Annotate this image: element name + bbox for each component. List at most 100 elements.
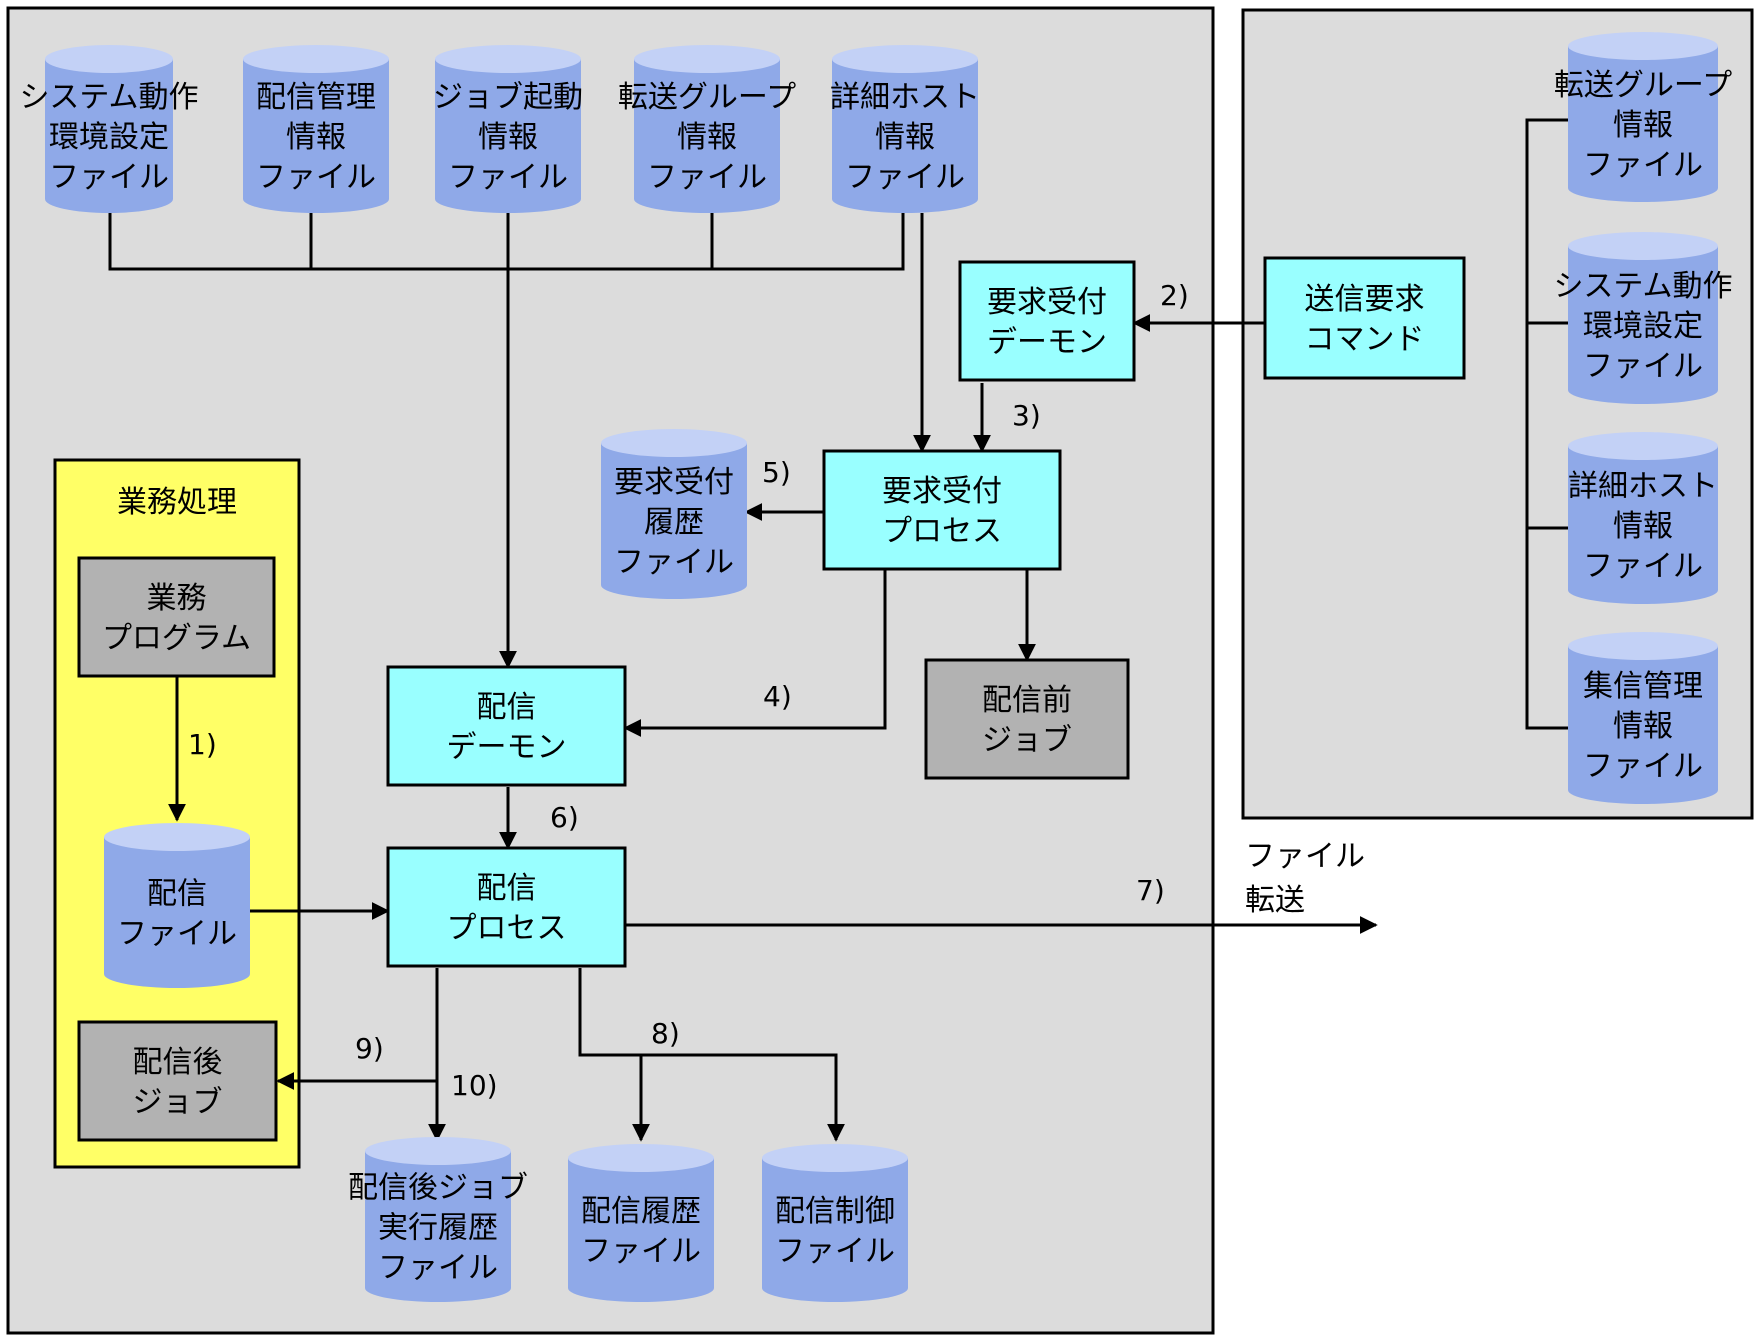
step-label-8: 8): [651, 1017, 680, 1050]
cyl-job-start-label-line-1: ジョブ起動: [433, 80, 583, 115]
step-label-2: 2): [1160, 279, 1189, 312]
cyl-sys-env-left-label-line-3: ファイル: [49, 160, 169, 195]
node-box-req-daemon: 要求受付デーモン: [958, 260, 1136, 382]
box-req-process-label-line-2: プロセス: [882, 514, 1002, 549]
cyl-xfer-group-right-cylinder-body: [1568, 46, 1718, 202]
box-dist-daemon-label-line-2: デーモン: [447, 730, 567, 765]
cyl-collect-mgmt-label-line-1: 集信管理: [1583, 669, 1703, 704]
cyl-sys-env-right-label-line-3: ファイル: [1583, 349, 1703, 384]
cyl-dist-file-label: 配信ファイル: [117, 877, 237, 952]
cyl-dist-control-cylinder-body: [762, 1158, 908, 1302]
file-transfer-label-line-2: 転送: [1245, 883, 1305, 918]
cyl-host-detail-left-label-line-1: 詳細ホスト: [830, 80, 980, 115]
box-dist-process-label-line-1: 配信: [477, 871, 537, 906]
box-post-job-label: 配信後ジョブ: [133, 1045, 223, 1120]
node-box-pre-job: 配信前ジョブ: [924, 658, 1130, 780]
edge-dist-process-to-history-control: [578, 968, 838, 1140]
box-business-program-label-line-1: 業務: [147, 581, 207, 616]
cyl-xfer-group-right-cylinder-top: [1568, 32, 1718, 60]
box-dist-process-label-line-2: プロセス: [447, 911, 567, 946]
node-cyl-post-job-history: 配信後ジョブ実行履歴ファイル: [348, 1137, 528, 1302]
cyl-req-history-label: 要求受付履歴ファイル: [614, 465, 734, 580]
box-post-job-label-line-2: ジョブ: [133, 1085, 223, 1120]
node-cyl-host-detail-left: 詳細ホスト情報ファイル: [830, 45, 980, 213]
business-processing-title: 業務処理: [117, 485, 237, 520]
cyl-sys-env-right-label-line-2: 環境設定: [1583, 309, 1703, 344]
box-dist-daemon-shape: [386, 665, 627, 787]
step-label-3: 3): [1012, 399, 1041, 432]
cyl-dist-mgmt-label-line-3: ファイル: [256, 160, 376, 195]
cyl-xfer-group-right-label-line-3: ファイル: [1583, 148, 1703, 183]
cyl-xfer-group-left-label-line-2: 情報: [677, 120, 737, 155]
node-cyl-xfer-group-right: 転送グループ情報ファイル: [1554, 32, 1732, 202]
cyl-sys-env-left-cylinder-body: [45, 59, 173, 213]
node-cyl-dist-history: 配信履歴ファイル: [568, 1144, 714, 1302]
cyl-dist-mgmt-label-line-2: 情報: [286, 120, 346, 155]
node-cyl-req-history: 要求受付履歴ファイル: [601, 429, 747, 599]
box-req-daemon-label: 要求受付デーモン: [987, 285, 1107, 360]
step-label-6: 6): [550, 801, 579, 834]
cyl-xfer-group-left-label: 転送グループ情報ファイル: [618, 80, 796, 195]
box-pre-job-label: 配信前ジョブ: [982, 683, 1072, 758]
cyl-xfer-group-left-cylinder-body: [634, 59, 780, 213]
node-box-dist-process: 配信プロセス: [386, 846, 627, 968]
box-business-program-label-line-2: プログラム: [102, 621, 251, 656]
cyl-sys-env-right-label-line-1: システム動作: [1553, 269, 1732, 304]
node-cyl-sys-env-left: システム動作環境設定ファイル: [19, 45, 199, 213]
node-cyl-dist-control: 配信制御ファイル: [762, 1144, 908, 1302]
cyl-post-job-history-label-line-1: 配信後ジョブ: [348, 1171, 528, 1206]
cyl-dist-control-label-line-2: ファイル: [775, 1234, 895, 1269]
box-dist-daemon-label: 配信デーモン: [447, 690, 567, 765]
cyl-xfer-group-left-label-line-3: ファイル: [647, 160, 767, 195]
box-post-job-label-line-1: 配信後: [133, 1045, 223, 1080]
cyl-post-job-history-label: 配信後ジョブ実行履歴ファイル: [348, 1171, 528, 1286]
cyl-dist-mgmt-label: 配信管理情報ファイル: [256, 80, 376, 195]
step-label-9: 9): [355, 1032, 384, 1065]
cyl-collect-mgmt-cylinder-body: [1568, 646, 1718, 804]
cyl-collect-mgmt-cylinder-top: [1568, 632, 1718, 660]
cyl-dist-mgmt-label-line-1: 配信管理: [256, 80, 376, 115]
cyl-job-start-label: ジョブ起動情報ファイル: [433, 80, 583, 195]
box-req-daemon-label-line-1: 要求受付: [987, 285, 1107, 320]
node-cyl-dist-file: 配信ファイル: [104, 823, 250, 988]
step-label-1: 1): [188, 728, 217, 761]
box-business-program-shape: [77, 556, 276, 678]
cyl-host-detail-left-cylinder-top: [832, 45, 978, 73]
cyl-collect-mgmt-label-line-2: 情報: [1613, 709, 1673, 744]
node-cyl-xfer-group-left: 転送グループ情報ファイル: [618, 45, 796, 213]
cyl-host-detail-left-cylinder-body: [832, 59, 978, 213]
cyl-req-history-label-line-3: ファイル: [614, 545, 734, 580]
cyl-xfer-group-right-label-line-2: 情報: [1613, 108, 1673, 143]
cyl-collect-mgmt-label: 集信管理情報ファイル: [1583, 669, 1703, 784]
cyl-host-detail-left-label-line-2: 情報: [875, 120, 935, 155]
cyl-dist-history-label: 配信履歴ファイル: [581, 1194, 701, 1269]
cyl-host-detail-right-cylinder-top: [1568, 432, 1718, 460]
box-send-cmd-label-line-2: コマンド: [1305, 322, 1425, 357]
cyl-dist-history-label-line-1: 配信履歴: [581, 1194, 701, 1229]
node-box-req-process: 要求受付プロセス: [822, 449, 1062, 571]
cyl-job-start-label-line-2: 情報: [478, 120, 538, 155]
node-box-post-job: 配信後ジョブ: [77, 1020, 278, 1142]
cyl-dist-file-label-line-1: 配信: [147, 877, 207, 912]
cyl-post-job-history-label-line-3: ファイル: [378, 1251, 498, 1286]
box-send-cmd-label-line-1: 送信要求: [1305, 282, 1425, 317]
connector-lines: [108, 118, 1570, 1142]
node-cyl-host-detail-right: 詳細ホスト情報ファイル: [1568, 432, 1718, 604]
step-label-4: 4): [763, 680, 792, 713]
cyl-job-start-cylinder-top: [435, 45, 581, 73]
cyl-dist-history-cylinder-top: [568, 1144, 714, 1172]
cyl-req-history-cylinder-body: [601, 443, 747, 599]
cyl-dist-mgmt-cylinder-body: [243, 59, 389, 213]
cyl-dist-file-label-line-2: ファイル: [117, 917, 237, 952]
cyl-host-detail-right-label-line-1: 詳細ホスト: [1568, 469, 1718, 504]
cyl-req-history-label-line-1: 要求受付: [614, 465, 734, 500]
cyl-xfer-group-right-label-line-1: 転送グループ: [1554, 68, 1732, 103]
box-send-cmd-label: 送信要求コマンド: [1305, 282, 1425, 357]
cyl-req-history-cylinder-top: [601, 429, 747, 457]
cyl-dist-control-label-line-1: 配信制御: [775, 1194, 895, 1229]
diagram-nodes: システム動作環境設定ファイル配信管理情報ファイルジョブ起動情報ファイル転送グルー…: [19, 32, 1733, 1302]
cyl-collect-mgmt-label-line-3: ファイル: [1583, 749, 1703, 784]
step-label-5: 5): [762, 456, 791, 489]
box-pre-job-shape: [924, 658, 1130, 780]
